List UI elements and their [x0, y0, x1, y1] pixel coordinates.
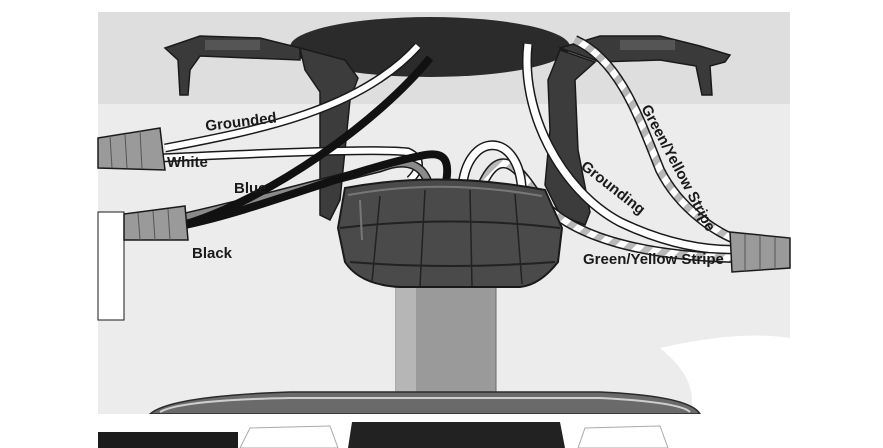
label-black: Black	[192, 245, 233, 262]
fan-housing-top	[148, 391, 702, 415]
wire-grounded	[164, 42, 422, 153]
mounting-bracket-left	[163, 35, 359, 222]
wire-black	[178, 55, 452, 230]
junction-box-right	[790, 188, 883, 278]
wire-nut-right	[729, 231, 791, 273]
label-green-yellow-stripe-bottom: Green/Yellow Stripe	[583, 251, 724, 268]
label-white: White	[167, 154, 208, 171]
wire-green-yellow-top	[572, 35, 740, 245]
fan-housing-dark	[348, 422, 565, 448]
hanger-ball	[336, 178, 564, 288]
wire-grounding	[522, 43, 736, 255]
white-patch	[660, 335, 790, 414]
mounting-bracket-right	[544, 35, 732, 226]
junction-box-left	[97, 211, 125, 321]
wire-nut-upper-left	[97, 127, 166, 171]
wire-loop-white	[457, 140, 527, 193]
label-blue: Blue	[234, 180, 267, 197]
wire-nut-lower-left	[123, 205, 189, 241]
outlet-box-opening	[290, 17, 570, 77]
